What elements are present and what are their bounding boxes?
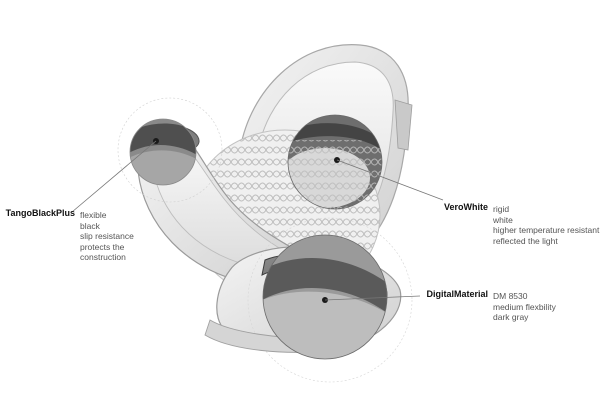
vero-leader bbox=[336, 159, 444, 201]
vero-prop: reflected the light bbox=[493, 235, 558, 246]
leader-lines bbox=[71, 140, 444, 301]
tango-magnifier bbox=[117, 97, 223, 203]
digital-leader bbox=[324, 295, 421, 301]
tango-prop: protects the bbox=[80, 241, 125, 252]
vero-prop: higher temperature resistant bbox=[493, 225, 600, 235]
tango-prop: slip resistance bbox=[80, 231, 134, 241]
digital-name: DigitalMaterial bbox=[426, 289, 488, 299]
digital-description: DM 8530 medium flexbility dark gray bbox=[493, 291, 556, 323]
vero-prop: white bbox=[493, 214, 513, 225]
tango-prop: black bbox=[80, 220, 100, 231]
tango-prop: flexible bbox=[80, 210, 107, 220]
tango-prop: construction bbox=[80, 252, 126, 262]
tango-leader bbox=[71, 140, 157, 213]
digital-prop: dark gray bbox=[493, 312, 529, 322]
digital-prop: DM 8530 bbox=[493, 291, 528, 301]
vero-name: VeroWhite bbox=[443, 202, 488, 212]
vero-magnifier bbox=[287, 114, 383, 210]
vero-prop: rigid bbox=[493, 204, 510, 214]
digital-prop: medium flexbility bbox=[493, 301, 556, 312]
tango-name: TangoBlackPlus bbox=[5, 208, 75, 218]
tango-description: flexible black slip resistance protects … bbox=[80, 210, 134, 263]
vero-description: rigid white higher temperature resistant… bbox=[493, 204, 599, 246]
digital-magnifier bbox=[247, 217, 413, 383]
